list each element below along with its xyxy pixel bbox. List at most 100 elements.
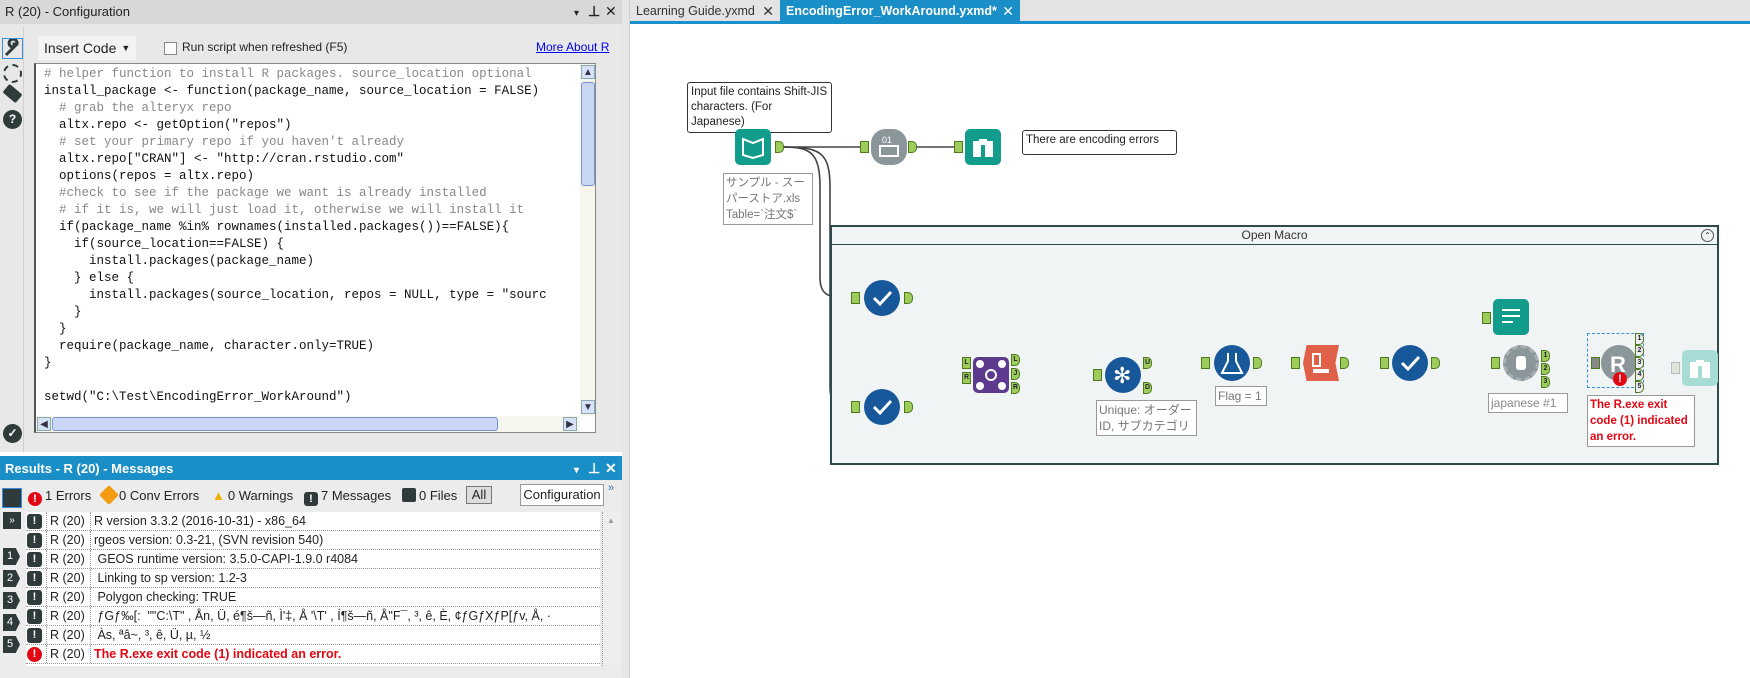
message-row[interactable]: !R (20)rgeos version: 0.3-21, (SVN revis… bbox=[26, 531, 600, 550]
select-tool[interactable] bbox=[864, 389, 900, 425]
output-anchor[interactable] bbox=[1253, 357, 1262, 369]
all-filter-button[interactable]: All bbox=[466, 486, 492, 504]
join-j-output[interactable]: J bbox=[1011, 368, 1020, 380]
message-row[interactable]: !R (20) Linking to sp version: 1.2-3 bbox=[26, 569, 600, 588]
close-tab-icon[interactable]: ✕ bbox=[1002, 3, 1014, 19]
join-tool[interactable] bbox=[973, 357, 1009, 393]
step-4-icon[interactable]: 4 bbox=[3, 614, 20, 631]
input-anchor[interactable] bbox=[1201, 357, 1210, 369]
pin-icon[interactable]: ⊥ bbox=[588, 3, 601, 19]
close-icon[interactable]: ✕ bbox=[605, 460, 617, 476]
input-anchor[interactable] bbox=[1671, 362, 1680, 374]
input-anchor[interactable] bbox=[954, 141, 963, 153]
input-data-tool[interactable] bbox=[735, 129, 771, 165]
more-about-r-link[interactable]: More About R bbox=[536, 40, 610, 54]
input-anchor[interactable] bbox=[1591, 357, 1600, 369]
dropdown-icon[interactable]: ▾ bbox=[574, 465, 580, 476]
select-tool[interactable] bbox=[864, 280, 900, 316]
check-icon[interactable]: ✓ bbox=[3, 424, 22, 443]
note-encoding-errors[interactable]: There are encoding errors bbox=[1022, 130, 1177, 155]
scroll-up-icon[interactable]: ▲ bbox=[581, 65, 595, 79]
run-script-checkbox[interactable] bbox=[164, 42, 177, 55]
step-2-icon[interactable]: 2 bbox=[3, 570, 20, 587]
unique-d-output[interactable]: D bbox=[1143, 382, 1152, 394]
vertical-scrollbar[interactable]: ▲ ▼ bbox=[580, 64, 595, 416]
message-row[interactable]: !R (20)R version 3.3.2 (2016-10-31) - x8… bbox=[26, 512, 600, 531]
input-anchor[interactable] bbox=[1093, 369, 1102, 381]
code-editor[interactable]: # helper function to install R packages.… bbox=[34, 63, 596, 433]
scroll-right-icon[interactable]: ▶ bbox=[563, 417, 577, 431]
macro-output-1[interactable]: 1 bbox=[1541, 350, 1550, 362]
input-anchor[interactable] bbox=[1491, 357, 1500, 369]
list-view-icon[interactable] bbox=[2, 488, 22, 508]
input-anchor[interactable] bbox=[1482, 312, 1491, 324]
tag-icon[interactable] bbox=[2, 83, 23, 104]
output-anchor[interactable] bbox=[775, 141, 784, 153]
panel-splitter[interactable] bbox=[622, 0, 630, 678]
input-anchor[interactable] bbox=[851, 401, 860, 413]
note-input-description[interactable]: Input file contains Shift-JIS characters… bbox=[687, 82, 832, 133]
step-5-icon[interactable]: 5 bbox=[3, 636, 20, 653]
warnings-filter[interactable]: ▲0 Warnings bbox=[212, 488, 293, 503]
macro-output-3[interactable]: 3 bbox=[1541, 376, 1550, 388]
horizontal-scrollbar[interactable]: ◀ ▶ bbox=[36, 416, 580, 432]
unique-tool[interactable]: ✻ bbox=[1105, 357, 1141, 393]
overflow-icon[interactable]: » bbox=[608, 482, 615, 494]
help-icon[interactable]: ? bbox=[3, 110, 22, 129]
wrench-icon[interactable] bbox=[2, 37, 23, 59]
tab-learning-guide[interactable]: Learning Guide.yxmd ✕ bbox=[630, 0, 780, 21]
dropdown-icon[interactable]: ▾ bbox=[574, 8, 580, 19]
message-row[interactable]: !R (20) Às, ªâ~, ³, ê, Ü, µ, ½ bbox=[26, 626, 600, 645]
formula-tool[interactable] bbox=[1214, 345, 1250, 381]
output-anchor[interactable] bbox=[904, 292, 913, 304]
files-filter[interactable]: 0 Files bbox=[402, 488, 457, 503]
collapse-icon[interactable]: ⌃ bbox=[1701, 229, 1714, 242]
output-anchor[interactable] bbox=[904, 401, 913, 413]
input-anchor[interactable] bbox=[1380, 357, 1389, 369]
record-id-tool[interactable] bbox=[1303, 345, 1339, 381]
join-right-anchor[interactable]: R bbox=[962, 372, 971, 384]
messages-scrollbar[interactable]: ▲ bbox=[602, 512, 620, 666]
sample-tool[interactable]: 01 bbox=[871, 129, 907, 165]
conv-errors-filter[interactable]: 0 Conv Errors bbox=[99, 485, 199, 505]
input-anchor[interactable] bbox=[851, 292, 860, 304]
macro-output-2[interactable]: 2 bbox=[1541, 363, 1550, 375]
message-row[interactable]: !R (20) Polygon checking: TRUE bbox=[26, 588, 600, 607]
vertical-scroll-thumb[interactable] bbox=[581, 82, 595, 186]
pin-icon[interactable]: ⊥ bbox=[588, 460, 601, 476]
unique-u-output[interactable]: U bbox=[1143, 357, 1152, 369]
scroll-up-icon[interactable]: ▲ bbox=[607, 516, 615, 525]
select-tool[interactable] bbox=[1392, 345, 1428, 381]
close-icon[interactable]: ✕ bbox=[605, 3, 617, 19]
open-macro-container[interactable]: Open Macro ⌃ bbox=[830, 225, 1719, 465]
insert-code-dropdown[interactable]: Insert Code ▼ bbox=[38, 36, 136, 60]
r-output-5[interactable]: 5 bbox=[1635, 381, 1644, 393]
scroll-down-icon[interactable]: ▼ bbox=[581, 400, 595, 414]
browse-tool-disabled[interactable] bbox=[1682, 350, 1718, 386]
join-l-output[interactable]: L bbox=[1011, 354, 1020, 366]
output-anchor[interactable] bbox=[1340, 357, 1349, 369]
output-data-tool[interactable] bbox=[1493, 299, 1529, 335]
tab-encoding-error[interactable]: EncodingError_WorkAround.yxmd* ✕ bbox=[780, 0, 1020, 21]
r-output-4[interactable]: 4 bbox=[1635, 369, 1644, 381]
configuration-button[interactable]: Configuration bbox=[520, 484, 604, 506]
output-anchor[interactable] bbox=[1431, 357, 1440, 369]
expand-icon[interactable]: » bbox=[3, 512, 21, 529]
r-output-2[interactable]: 2 bbox=[1635, 345, 1644, 357]
compass-icon[interactable] bbox=[3, 64, 22, 83]
scroll-left-icon[interactable]: ◀ bbox=[37, 417, 51, 431]
message-row[interactable]: !R (20) ƒGƒ‰[: ""C:\T" , Ån, Ü, é¶š—ñ, Ì… bbox=[26, 607, 600, 626]
join-left-anchor[interactable]: L bbox=[962, 357, 971, 369]
r-output-1[interactable]: 1 bbox=[1635, 333, 1644, 345]
join-r-output[interactable]: R bbox=[1011, 382, 1020, 394]
step-3-icon[interactable]: 3 bbox=[3, 592, 20, 609]
input-anchor[interactable] bbox=[1291, 357, 1300, 369]
step-1-icon[interactable]: 1 bbox=[3, 548, 20, 565]
browse-tool[interactable] bbox=[965, 129, 1001, 165]
messages-filter[interactable]: !7 Messages bbox=[304, 488, 391, 506]
message-row[interactable]: !R (20)The R.exe exit code (1) indicated… bbox=[26, 645, 600, 664]
horizontal-scroll-thumb[interactable] bbox=[52, 417, 498, 431]
errors-filter[interactable]: !1 Errors bbox=[28, 488, 91, 506]
input-anchor[interactable] bbox=[860, 141, 869, 153]
workflow-canvas[interactable]: Input file contains Shift-JIS characters… bbox=[630, 27, 1750, 678]
